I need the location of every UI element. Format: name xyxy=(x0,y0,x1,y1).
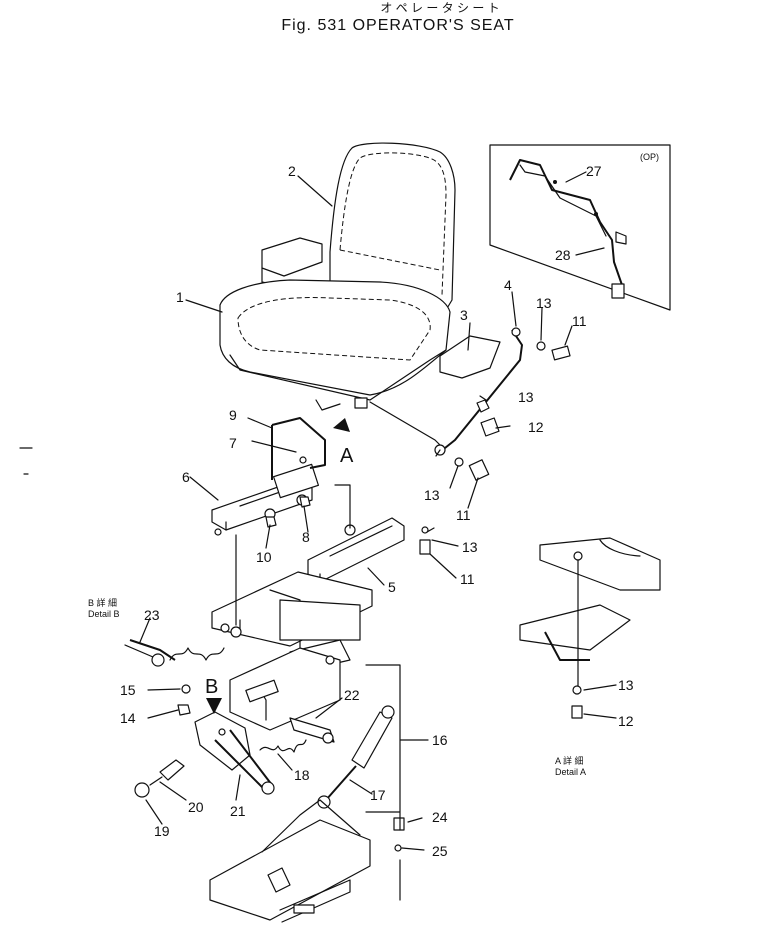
callout-10: 10 xyxy=(256,549,272,565)
detail-a-english: Detail A xyxy=(555,767,586,777)
callout-17: 17 xyxy=(370,787,386,803)
option-arm xyxy=(509,159,623,297)
base-frame xyxy=(209,799,371,923)
callout-2: 2 xyxy=(288,163,296,179)
suspension-frame xyxy=(211,571,373,731)
detail-b-english: Detail B xyxy=(88,609,120,619)
callout-13d: 13 xyxy=(462,539,478,555)
callout-19: 19 xyxy=(154,823,170,839)
callout-25: 25 xyxy=(432,843,448,859)
callout-23: 23 xyxy=(144,607,160,623)
callout-11a: 11 xyxy=(572,313,587,329)
detail-a xyxy=(519,537,661,719)
callout-28: 28 xyxy=(555,247,571,263)
callout-13b: 13 xyxy=(518,389,534,405)
view-arrow-b xyxy=(206,698,222,714)
spring-detail-b xyxy=(124,534,237,667)
callout-6: 6 xyxy=(182,469,190,485)
callout-3: 3 xyxy=(460,307,468,323)
seat-backrest xyxy=(329,142,456,321)
callout-5: 5 xyxy=(388,579,396,595)
seat-cushion xyxy=(219,279,451,396)
base-frame-body xyxy=(209,819,371,921)
callout-1: 1 xyxy=(176,289,184,305)
callout-13c: 13 xyxy=(424,487,440,503)
callout-9: 9 xyxy=(229,407,237,423)
callout-12b: 12 xyxy=(618,713,634,729)
seat-assembly xyxy=(219,142,523,457)
figure-title: Fig. 531 OPERATOR'S SEAT xyxy=(281,17,514,34)
japanese-title: オ ペ レ ー タ シ ー ト xyxy=(380,1,499,15)
slide-lever xyxy=(271,417,326,480)
hardware xyxy=(177,341,571,901)
slide-rail-right xyxy=(307,484,405,583)
callout-13e: 13 xyxy=(618,677,634,693)
callout-18: 18 xyxy=(294,767,310,783)
armrest-bracket xyxy=(439,329,523,453)
view-marker-a: A xyxy=(340,445,354,467)
callout-12a: 12 xyxy=(528,419,544,435)
callout-24: 24 xyxy=(432,809,448,825)
tension-spring xyxy=(169,647,225,661)
armrest-right xyxy=(439,335,501,379)
detail-a-japanese: A 詳 細 xyxy=(555,755,584,766)
linkage-spring xyxy=(259,739,307,753)
callout-16: 16 xyxy=(432,732,448,748)
linkage-bracket xyxy=(194,711,251,771)
callout-21: 21 xyxy=(230,803,246,819)
view-marker-b: B xyxy=(205,676,218,698)
leader-lines xyxy=(139,171,617,851)
callout-27: 27 xyxy=(586,163,602,179)
callout-11c: 11 xyxy=(460,571,475,587)
detail-b-japanese: B 詳 細 xyxy=(88,597,117,608)
callout-7: 7 xyxy=(229,435,237,451)
option-box-frame xyxy=(489,144,671,311)
option-label: (OP) xyxy=(640,152,659,162)
suspension-linkage xyxy=(134,711,335,798)
slide-rail-left xyxy=(211,417,326,536)
callout-4: 4 xyxy=(504,277,512,293)
view-arrow-a xyxy=(333,418,350,432)
callout-8: 8 xyxy=(302,529,310,545)
callouts: 1 2 3 4 5 6 7 8 9 10 11 11 11 12 12 13 1… xyxy=(120,163,634,859)
callout-14: 14 xyxy=(120,710,136,726)
callout-20: 20 xyxy=(188,799,204,815)
callout-13a: 13 xyxy=(536,295,552,311)
callout-22: 22 xyxy=(344,687,360,703)
callout-11b: 11 xyxy=(456,507,471,523)
callout-15: 15 xyxy=(120,682,136,698)
knob xyxy=(134,782,150,798)
option-box: (OP) xyxy=(489,144,671,311)
seat-armrest-left xyxy=(261,237,323,277)
shock-absorber xyxy=(317,705,395,809)
